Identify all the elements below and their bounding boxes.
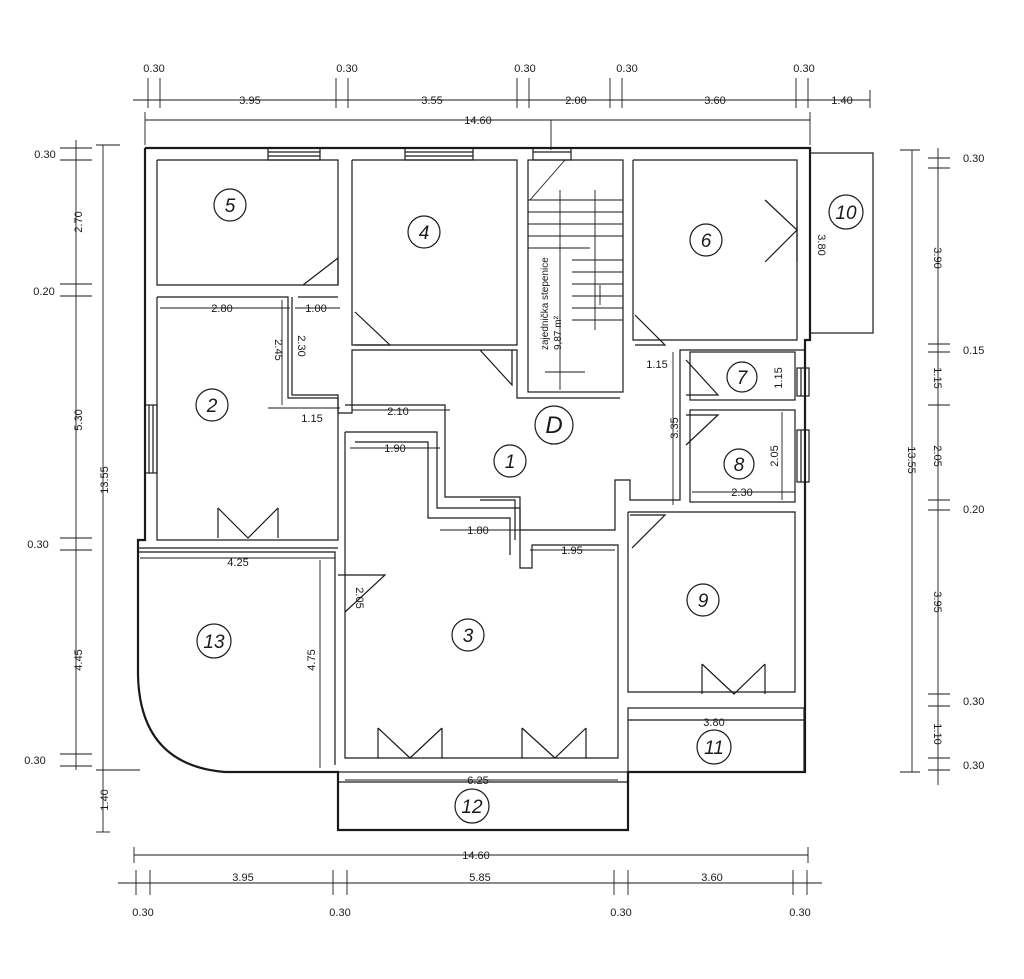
svg-text:13: 13 (203, 632, 225, 653)
svg-text:0.30: 0.30 (610, 907, 631, 919)
svg-text:3.95: 3.95 (931, 591, 943, 612)
svg-text:1.10: 1.10 (931, 723, 943, 744)
svg-text:2.05: 2.05 (353, 587, 365, 608)
room-label-13: 13 (196, 623, 232, 659)
svg-text:0.30: 0.30 (789, 907, 810, 919)
svg-text:9: 9 (698, 591, 709, 612)
room-label-6: 6 (689, 223, 723, 257)
svg-text:3.80: 3.80 (815, 234, 827, 255)
svg-text:6.25: 6.25 (467, 775, 488, 787)
svg-text:0.30: 0.30 (143, 63, 164, 75)
room-label-7: 7 (726, 361, 758, 393)
svg-text:7: 7 (737, 368, 749, 389)
svg-text:13.55: 13.55 (99, 466, 111, 494)
svg-text:zajednička stepenice: zajednička stepenice (540, 257, 551, 350)
svg-text:5: 5 (225, 196, 236, 217)
svg-text:0.30: 0.30 (329, 907, 350, 919)
doors (217, 199, 798, 759)
room-labels: 5 4 6 10 2 7 D 1 8 9 13 3 11 12 (195, 188, 864, 824)
room-label-3: 3 (451, 618, 485, 652)
svg-text:1.00: 1.00 (305, 303, 326, 315)
svg-text:0.20: 0.20 (33, 286, 54, 298)
svg-text:1.95: 1.95 (561, 545, 582, 557)
svg-text:0.30: 0.30 (963, 760, 984, 772)
svg-text:3.95: 3.95 (239, 95, 260, 107)
room-label-4: 4 (407, 215, 441, 249)
svg-text:0.30: 0.30 (963, 153, 984, 165)
svg-text:1.90: 1.90 (384, 443, 405, 455)
svg-text:0.30: 0.30 (34, 149, 55, 161)
svg-text:4.75: 4.75 (306, 649, 318, 670)
svg-text:D: D (545, 412, 562, 439)
svg-text:2.10: 2.10 (387, 406, 408, 418)
room-label-D: D (534, 405, 574, 445)
svg-text:0.30: 0.30 (793, 63, 814, 75)
svg-text:0.30: 0.30 (27, 539, 48, 551)
room-label-10: 10 (828, 194, 864, 230)
walls (136, 146, 874, 832)
dimension-labels: 0.30 3.95 0.30 3.55 0.30 2.00 0.30 3.60 … (24, 63, 984, 919)
svg-text:6: 6 (701, 231, 712, 252)
svg-text:2: 2 (206, 396, 218, 417)
svg-text:5.85: 5.85 (469, 872, 490, 884)
svg-text:3.35: 3.35 (669, 417, 681, 438)
svg-text:3.60: 3.60 (704, 95, 725, 107)
svg-text:2.45: 2.45 (272, 339, 284, 360)
svg-text:3.90: 3.90 (931, 247, 943, 268)
svg-text:2.30: 2.30 (731, 487, 752, 499)
svg-text:1.15: 1.15 (773, 367, 785, 388)
svg-text:3: 3 (463, 626, 474, 647)
svg-text:1.80: 1.80 (467, 525, 488, 537)
svg-text:0.30: 0.30 (132, 907, 153, 919)
svg-text:0.30: 0.30 (336, 63, 357, 75)
svg-text:0.30: 0.30 (616, 63, 637, 75)
svg-text:11: 11 (704, 738, 724, 759)
stair-treads (528, 159, 623, 390)
svg-text:9,87 m²: 9,87 m² (553, 315, 564, 350)
room-label-11: 11 (696, 729, 732, 765)
room-label-1: 1 (493, 444, 527, 478)
svg-text:5.30: 5.30 (73, 409, 85, 430)
svg-text:1.15: 1.15 (931, 367, 943, 388)
svg-text:0.30: 0.30 (514, 63, 535, 75)
room-label-8: 8 (723, 448, 755, 480)
svg-text:3.60: 3.60 (701, 872, 722, 884)
room-label-9: 9 (686, 583, 720, 617)
svg-text:8: 8 (734, 455, 745, 476)
svg-text:0.15: 0.15 (963, 345, 984, 357)
svg-text:1.15: 1.15 (301, 413, 322, 425)
svg-text:2.30: 2.30 (295, 335, 307, 356)
room-label-12: 12 (454, 788, 490, 824)
svg-text:0.30: 0.30 (963, 696, 984, 708)
svg-text:14.60: 14.60 (462, 850, 490, 862)
svg-text:1: 1 (505, 452, 516, 473)
stair-note: zajednička stepenice 9,87 m² (540, 257, 564, 350)
svg-text:4.45: 4.45 (73, 649, 85, 670)
svg-text:4: 4 (419, 223, 430, 244)
svg-text:3.95: 3.95 (232, 872, 253, 884)
svg-text:14.60: 14.60 (464, 115, 492, 127)
room-label-5: 5 (213, 188, 247, 222)
room-label-2: 2 (195, 388, 229, 422)
svg-text:2.00: 2.00 (565, 95, 586, 107)
svg-text:2.05: 2.05 (769, 445, 781, 466)
svg-text:12: 12 (461, 797, 483, 818)
svg-text:10: 10 (835, 203, 857, 224)
svg-text:2.80: 2.80 (211, 303, 232, 315)
dimension-lines (60, 78, 950, 895)
svg-text:0.30: 0.30 (24, 755, 45, 767)
svg-text:13.55: 13.55 (905, 446, 917, 474)
svg-text:1.15: 1.15 (646, 359, 667, 371)
svg-text:1.40: 1.40 (831, 95, 852, 107)
svg-text:3.80: 3.80 (703, 717, 724, 729)
svg-text:0.20: 0.20 (963, 504, 984, 516)
svg-text:2.05: 2.05 (931, 445, 943, 466)
svg-text:3.55: 3.55 (421, 95, 442, 107)
windows (144, 147, 810, 483)
svg-text:1.40: 1.40 (99, 789, 111, 810)
svg-text:2.70: 2.70 (73, 211, 85, 232)
svg-text:4.25: 4.25 (227, 557, 248, 569)
